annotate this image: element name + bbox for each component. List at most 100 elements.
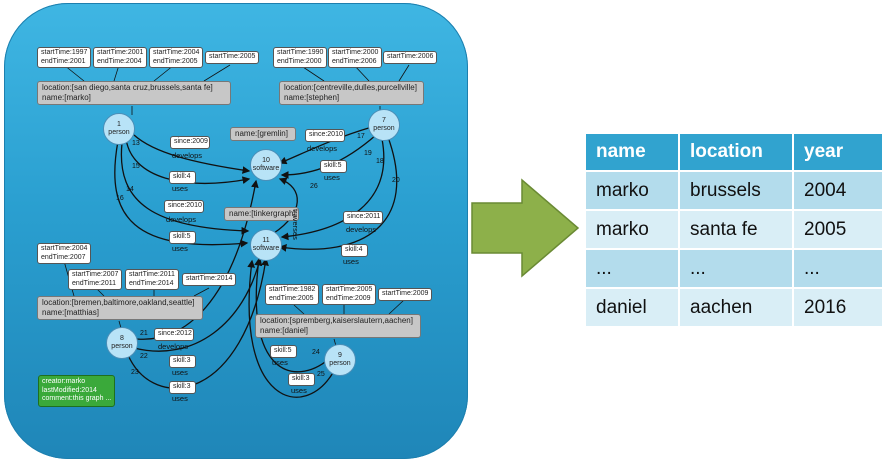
edge-property: skill:3: [288, 373, 315, 386]
vertex-properties-tinkergraph: name:[tinkergraph]: [224, 207, 299, 221]
vertex-id: 8: [120, 335, 124, 342]
meta-property: startTime:2004 endTime:2005: [149, 47, 203, 68]
edge-property: skill:3: [169, 355, 196, 368]
edge-label: uses: [291, 386, 307, 395]
vertex-id: 7: [382, 117, 386, 124]
vertex-id: 10: [262, 157, 270, 164]
vertex-label: person: [373, 125, 395, 132]
right-arrow-icon: [471, 178, 580, 278]
vertex-label: software: [252, 165, 280, 172]
table-cell: ...: [680, 250, 794, 289]
meta-property: startTime:1990 endTime:2000: [273, 47, 327, 68]
vertex-label: software: [252, 245, 280, 252]
edge-property: skill:4: [341, 244, 368, 257]
table-cell: marko: [586, 172, 680, 211]
vertex-properties-matthias: location:[bremen,baltimore,oakland,seatt…: [37, 296, 203, 320]
column-header: location: [680, 134, 794, 172]
meta-property: startTime:2000 endTime:2006: [328, 47, 382, 68]
vertex-properties-marko: location:[san diego,santa cruz,brussels,…: [37, 81, 231, 105]
edge-property: skill:5: [320, 160, 347, 173]
table-cell: 2004: [794, 172, 884, 211]
edge-property: skill:3: [169, 381, 196, 394]
edge-id: 14: [126, 186, 134, 193]
table-cell: marko: [586, 211, 680, 250]
vertex-id: 1: [117, 121, 121, 128]
edge-label: uses: [172, 368, 188, 377]
vertex-8: 8 person: [106, 327, 138, 359]
meta-property: startTime:1997 endTime:2001: [37, 47, 91, 68]
edge-id: 25: [317, 371, 325, 378]
edge-label: develops: [166, 215, 197, 224]
vertex-label: person: [108, 129, 130, 136]
vertex-id: 9: [338, 352, 342, 359]
edge-label: develops: [346, 225, 377, 234]
meta-property: startTime:2011 endTime:2014: [125, 269, 179, 290]
vertex-7: 7 person: [368, 109, 400, 141]
edge-property: skill:5: [169, 231, 196, 244]
table-header-row: name location year: [586, 134, 884, 172]
edge-id: 20: [392, 177, 400, 184]
edge-property: since:2009: [170, 136, 210, 149]
vertex-label: person: [111, 343, 133, 350]
edge-id: 13: [132, 140, 140, 147]
vertex-id: 11: [262, 237, 270, 244]
edge-label: uses: [324, 173, 340, 182]
meta-property: startTime:2005: [205, 51, 259, 64]
vertex-properties-stephen: location:[centreville,dulles,purcellvill…: [279, 81, 424, 105]
edge-label: uses: [343, 257, 359, 266]
edge-id: 19: [364, 150, 372, 157]
vertex-11: 11 software: [250, 229, 282, 261]
table-row: ... ... ...: [586, 250, 884, 289]
meta-property: startTime:2001 endTime:2004: [93, 47, 147, 68]
property-graph-panel: startTime:1997 endTime:2001 startTime:20…: [4, 3, 468, 459]
edge-property: skill:4: [169, 171, 196, 184]
edge-property: since:2011: [343, 211, 383, 224]
meta-property: startTime:2004 endTime:2007: [37, 243, 91, 264]
table-row: marko brussels 2004: [586, 172, 884, 211]
edge-id: 16: [116, 195, 124, 202]
vertex-9: 9 person: [324, 344, 356, 376]
column-header: year: [794, 134, 884, 172]
table-row: daniel aachen 2016: [586, 289, 884, 328]
edge-id: 26: [310, 183, 318, 190]
edge-label: develops: [307, 144, 338, 153]
edge-label: develops: [172, 151, 203, 160]
meta-property: startTime:1982 endTime:2005: [265, 284, 319, 305]
edge-label: develops: [158, 342, 189, 351]
edge-label: uses: [172, 244, 188, 253]
vertex-properties-gremlin: name:[gremlin]: [230, 127, 296, 141]
edge-label: uses: [272, 358, 288, 367]
edge-id: 23: [131, 369, 139, 376]
table-cell: daniel: [586, 289, 680, 328]
vertex-1: 1 person: [103, 113, 135, 145]
edge-label-traverses: traverses: [291, 209, 300, 240]
edge-label: uses: [172, 394, 188, 403]
edge-property: skill:5: [270, 345, 297, 358]
edge-id: 15: [132, 163, 140, 170]
table-cell: ...: [586, 250, 680, 289]
table-cell: brussels: [680, 172, 794, 211]
edge-property: since:2010: [164, 200, 204, 213]
meta-property: startTime:2005 endTime:2009: [322, 284, 376, 305]
edge-id: 17: [357, 133, 365, 140]
edge-property: since:2010: [305, 129, 345, 142]
graph-metadata: creator:marko lastModified:2014 comment:…: [38, 375, 115, 407]
edge-id: 21: [140, 330, 148, 337]
result-table: name location year marko brussels 2004 m…: [586, 134, 884, 328]
vertex-10: 10 software: [250, 149, 282, 181]
edge-id: 22: [140, 353, 148, 360]
edge-id: 24: [312, 349, 320, 356]
table-cell: ...: [794, 250, 884, 289]
meta-property: startTime:2014: [182, 273, 236, 286]
table-cell: aachen: [680, 289, 794, 328]
table-cell: 2016: [794, 289, 884, 328]
meta-property: startTime:2006: [383, 51, 437, 64]
table-row: marko santa fe 2005: [586, 211, 884, 250]
table-cell: santa fe: [680, 211, 794, 250]
edge-property: since:2012: [154, 328, 194, 341]
edge-label: uses: [172, 184, 188, 193]
meta-property: startTime:2007 endTime:2011: [68, 269, 122, 290]
column-header: name: [586, 134, 680, 172]
meta-property: startTime:2009: [378, 288, 432, 301]
vertex-label: person: [329, 360, 351, 367]
